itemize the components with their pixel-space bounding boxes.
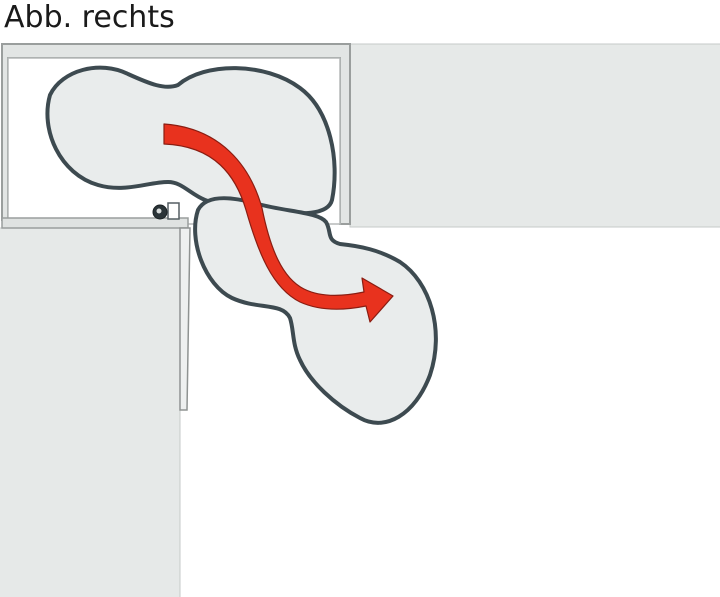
front-kidney-shelf — [193, 196, 438, 425]
left-adjoining-cabinet — [0, 227, 181, 597]
right-adjoining-cabinet — [349, 43, 720, 228]
cabinet-door-rail — [1, 217, 189, 229]
pivot-knob-highlight — [156, 208, 162, 214]
open-door-panel — [179, 227, 191, 411]
diagram-caption: Abb. rechts — [4, 0, 175, 35]
swing-out-arrow-icon — [163, 123, 394, 323]
pivot-post — [167, 202, 180, 220]
